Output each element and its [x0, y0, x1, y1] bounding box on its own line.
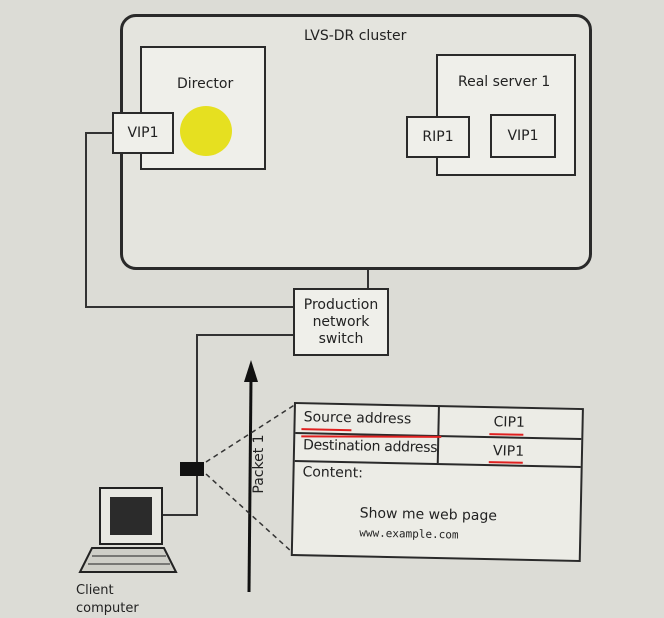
client-label-line1: Client: [76, 583, 114, 598]
real-server-rip-box: RIP1: [406, 116, 470, 158]
director-switch-line: [85, 132, 293, 308]
source-address-value: CIP1: [493, 414, 526, 431]
zoom-line-bottom: [205, 473, 293, 553]
switch-label-line3: switch: [318, 330, 364, 347]
director-vip-box: VIP1: [112, 112, 174, 154]
real-server-label: Real server 1: [458, 74, 551, 90]
client-computer-icon: [78, 487, 178, 573]
client-label-line2: computer: [76, 601, 139, 616]
packet-label: Packet 1: [251, 434, 267, 494]
real-server-vip-box: VIP1: [490, 114, 556, 158]
cluster-title: LVS-DR cluster: [304, 28, 407, 44]
packet-arrow-shaft: [247, 377, 253, 593]
destination-address-label: Destination address: [302, 437, 438, 457]
destination-address-value: VIP1: [492, 443, 525, 460]
director-highlight-dot: [180, 106, 232, 156]
source-underline: [301, 428, 352, 432]
content-line1: Show me web page: [359, 505, 498, 525]
switch-label-line2: network: [312, 313, 370, 330]
source-address-label: Source address: [303, 409, 412, 428]
packet-arrow-head: [244, 360, 258, 382]
switch-client-line: [163, 334, 293, 516]
production-switch-box: Production network switch: [293, 288, 389, 356]
content-label: Content:: [302, 464, 364, 482]
content-line2: www.example.com: [359, 526, 459, 542]
packet-detail-box: Source address CIP1 Destination address …: [290, 402, 584, 563]
packet-marker: [180, 462, 204, 476]
switch-label-line1: Production: [303, 296, 379, 313]
director-label: Director: [177, 76, 234, 92]
